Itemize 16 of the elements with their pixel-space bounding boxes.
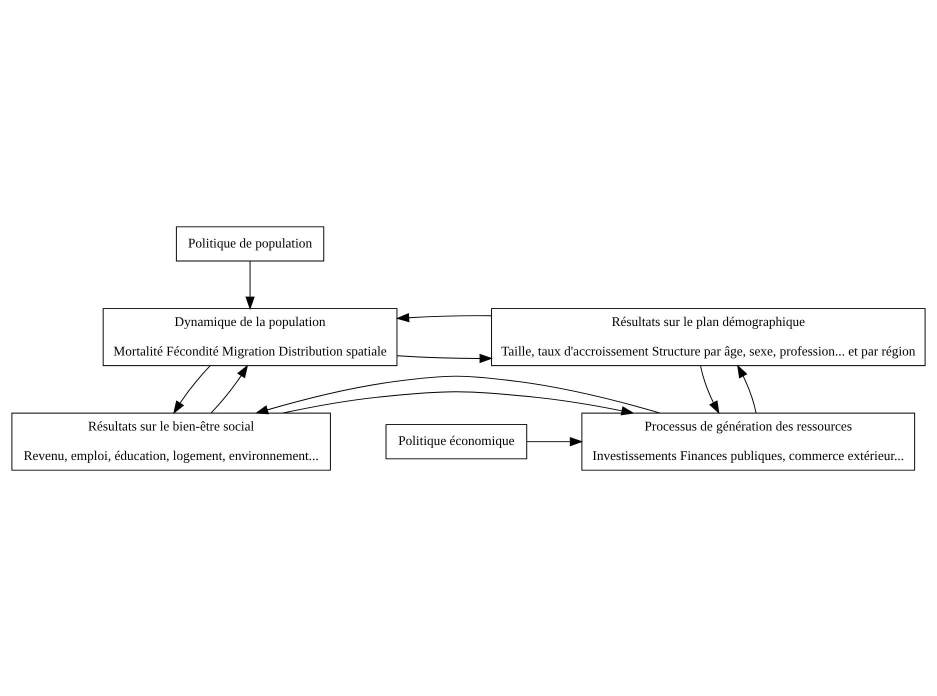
node-box: Politique de population <box>176 226 324 261</box>
arrow <box>210 364 248 413</box>
node-box: Politique économique <box>386 424 528 459</box>
node-box: Dynamique de la population Mortalité Fécondité Migration Distribution spatiale <box>102 308 398 366</box>
arrow <box>526 436 584 446</box>
node-box: Processus de génération des ressources Investissements Finances publiques, commerce extérieur... <box>581 412 916 470</box>
arrow <box>737 364 757 413</box>
node-box: Résultats sur le plan démographique Taille, taux d'accroissement Structure par âge, sexe, profession... et par région <box>491 308 926 366</box>
arrow <box>700 364 720 414</box>
arrow <box>396 312 492 322</box>
arrow <box>396 353 493 363</box>
arrow <box>245 260 255 310</box>
arrow <box>254 375 662 414</box>
arrow <box>282 390 635 415</box>
arrow <box>173 364 211 414</box>
node-box: Résultats sur le bien-être social Revenu, emploi, éducation, logement, environnement... <box>11 412 331 470</box>
